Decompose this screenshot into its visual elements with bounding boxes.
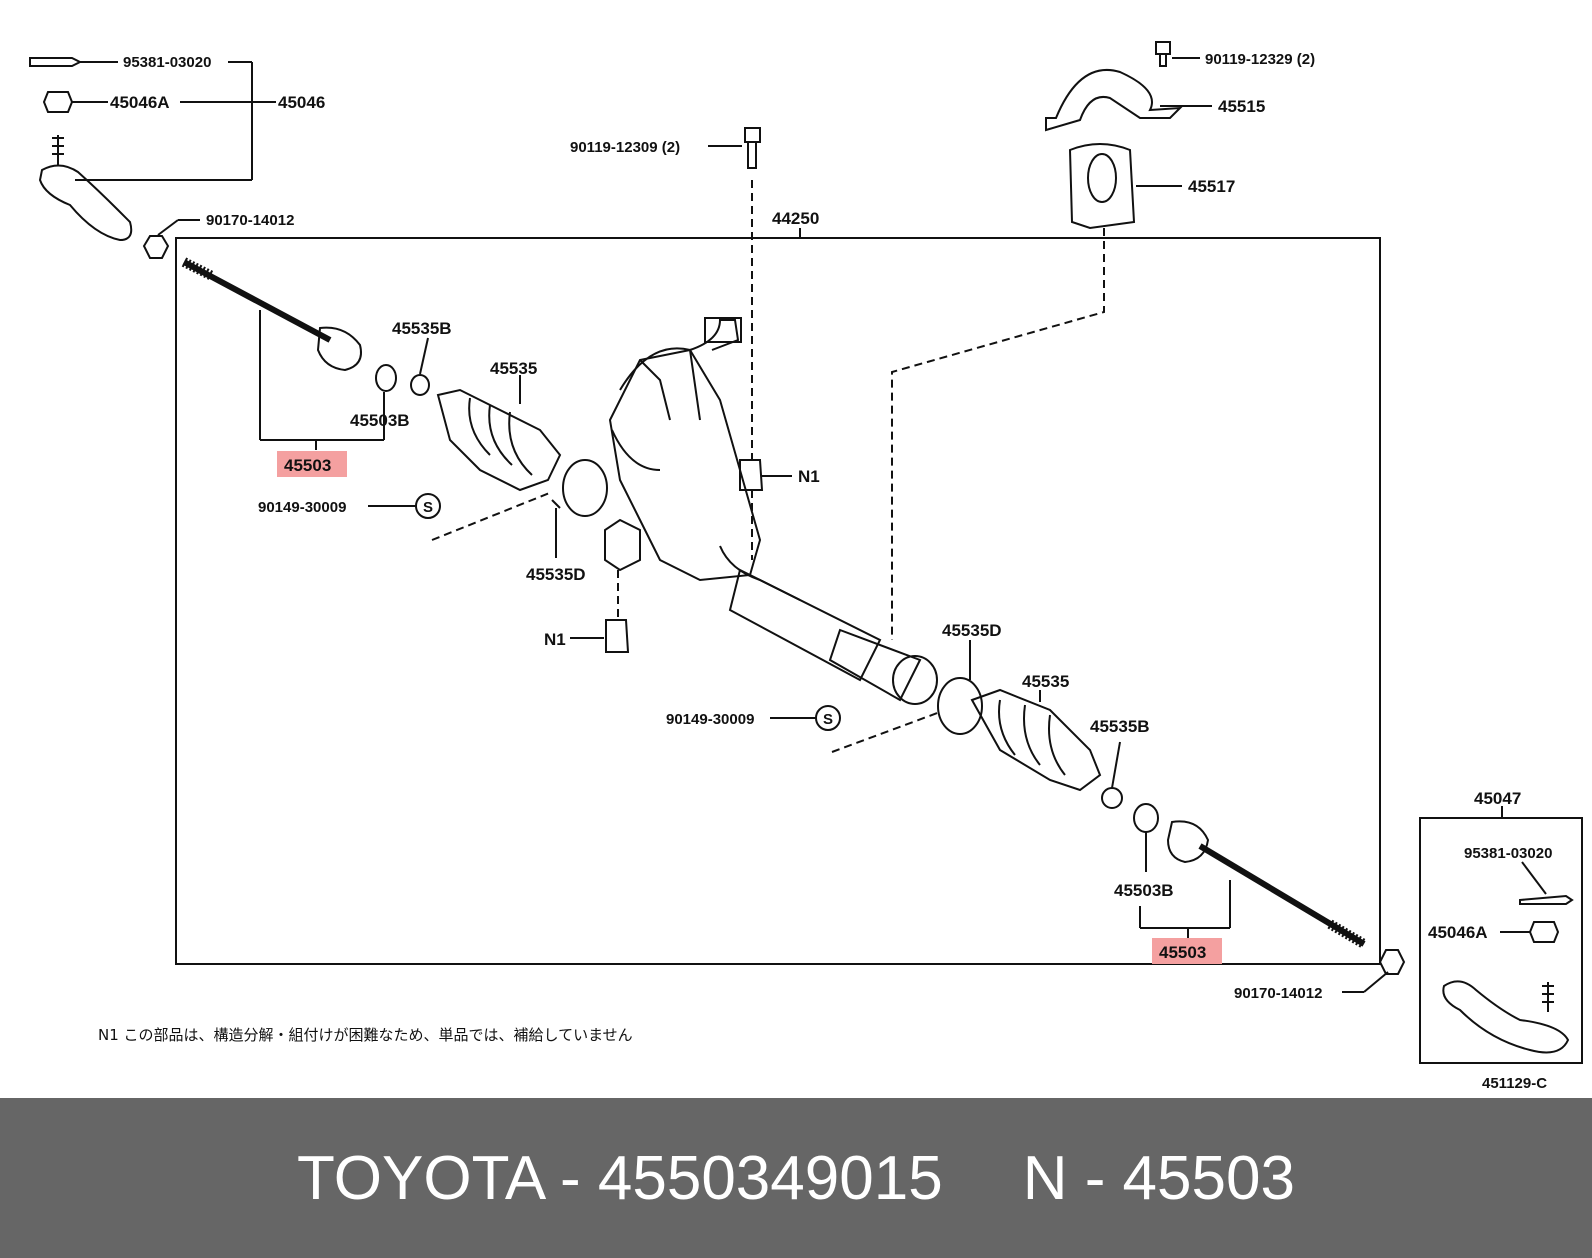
cotter-pin-icon bbox=[29, 57, 83, 67]
parts-diagram: 95381-03020 45046A 45046 90119-12309 (2)… bbox=[29, 41, 1583, 1092]
connector-icon bbox=[619, 319, 740, 391]
tie-rod-left-ball bbox=[316, 326, 362, 372]
label-tie-rod-right: 45503 bbox=[1159, 943, 1206, 962]
cotter-pin-right-icon bbox=[1519, 894, 1574, 905]
highlight-left bbox=[277, 451, 347, 477]
bushing-n1-lower-icon bbox=[605, 619, 630, 653]
nut-icon bbox=[42, 91, 74, 113]
label-bolt-top-right: 90119-12329 (2) bbox=[1205, 51, 1315, 68]
label-n1-upper: N1 bbox=[798, 467, 820, 486]
label-nut-top: 45046A bbox=[110, 93, 170, 112]
nut-right-icon bbox=[1378, 949, 1406, 975]
boot-left-icon bbox=[436, 388, 562, 492]
clamp-left-icon bbox=[562, 459, 608, 517]
label-tie-rod-end-left: 45046 bbox=[278, 93, 325, 112]
tie-rod-right-ball bbox=[1166, 820, 1210, 864]
footer-text: TOYOTA - 4550349015 N - 45503 bbox=[0, 1098, 1592, 1258]
label-cotter-pin-top: 95381-03020 bbox=[123, 54, 211, 71]
label-clip-right: 45535B bbox=[1090, 717, 1150, 736]
rack-tube-icon bbox=[728, 568, 882, 682]
tie-rod-left-shaft bbox=[182, 259, 332, 343]
bolt-center-icon bbox=[744, 127, 761, 169]
washer-left-icon bbox=[375, 364, 397, 392]
label-tie-rod-left: 45503 bbox=[284, 456, 331, 475]
clamp-right-icon bbox=[937, 677, 983, 735]
note-text: N1 この部品は、構造分解・組付けが困難なため、単品では、補給していません bbox=[98, 1026, 633, 1044]
tie-rod-end-left-icon bbox=[38, 164, 133, 242]
clip-right-icon bbox=[1101, 787, 1123, 809]
label-grease-right: 90149-30009 bbox=[666, 711, 754, 728]
label-washer-right: 45503B bbox=[1114, 881, 1174, 900]
label-grease-left: 90149-30009 bbox=[258, 499, 346, 516]
s-mark-right-text: S bbox=[823, 711, 833, 728]
bushing-n1-upper-icon bbox=[739, 459, 764, 491]
stud-icon bbox=[52, 135, 64, 165]
label-cotter-pin-right: 95381-03020 bbox=[1464, 845, 1552, 862]
label-nut-right-end: 45046A bbox=[1428, 923, 1488, 942]
bracket-icon bbox=[1045, 69, 1183, 132]
label-bushing: 45517 bbox=[1188, 177, 1235, 196]
assembly-box bbox=[175, 237, 1381, 965]
tie-rod-right-shaft bbox=[1198, 843, 1366, 947]
bolt-top-right-icon bbox=[1155, 41, 1171, 67]
bushing-top-icon bbox=[1068, 143, 1136, 230]
gear-housing-icon bbox=[608, 348, 762, 582]
footer-part-number: TOYOTA - 4550349015 bbox=[297, 1143, 943, 1213]
boot-right-icon bbox=[970, 688, 1102, 792]
label-bolt-center: 90119-12309 (2) bbox=[570, 139, 680, 156]
washer-right-icon bbox=[1133, 803, 1159, 833]
label-nut-left: 90170-14012 bbox=[206, 212, 294, 229]
nut-left-icon bbox=[142, 235, 170, 259]
label-n1-lower: N1 bbox=[544, 630, 566, 649]
label-bracket: 45515 bbox=[1218, 97, 1265, 116]
label-clip-left: 45535B bbox=[392, 319, 452, 338]
label-washer-left: 45503B bbox=[350, 411, 410, 430]
footer-bar: TOYOTA - 4550349015 N - 45503 bbox=[0, 1098, 1592, 1258]
nut-right-end-icon bbox=[1528, 921, 1560, 943]
highlight-right bbox=[1152, 938, 1222, 964]
tie-rod-end-right-icon bbox=[1442, 980, 1570, 1054]
label-clamp-left: 45535D bbox=[526, 565, 586, 584]
label-boot-left: 45535 bbox=[490, 359, 537, 378]
clip-left-icon bbox=[410, 374, 430, 396]
label-assembly: 44250 bbox=[772, 209, 819, 228]
footer-diagram-ref: N - 45503 bbox=[1022, 1143, 1295, 1213]
label-figure-code: 451129-C bbox=[1482, 1075, 1547, 1092]
s-mark-left-text: S bbox=[423, 499, 433, 516]
label-clamp-right: 45535D bbox=[942, 621, 1002, 640]
label-nut-right: 90170-14012 bbox=[1234, 985, 1322, 1002]
label-boot-right: 45535 bbox=[1022, 672, 1069, 691]
label-tie-rod-end-right: 45047 bbox=[1474, 789, 1521, 808]
